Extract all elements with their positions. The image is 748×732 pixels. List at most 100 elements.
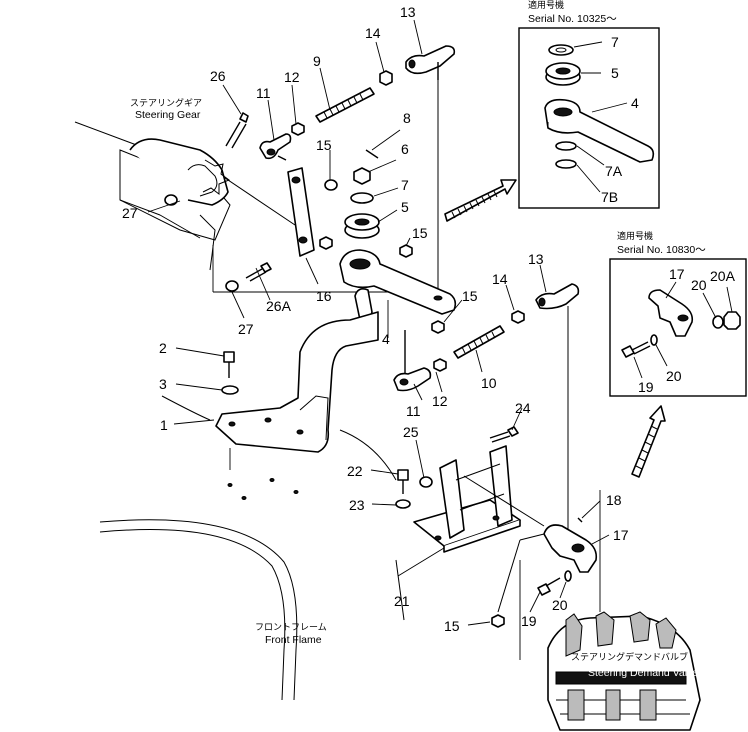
lever-17-icon bbox=[543, 524, 598, 573]
bolt-19b-icon bbox=[537, 583, 551, 596]
washer-7-icon bbox=[350, 192, 374, 204]
callout-20: 20 bbox=[552, 597, 568, 613]
nut-27-icon bbox=[164, 194, 178, 206]
inset-right-frame bbox=[609, 258, 747, 397]
steering-arm-4-icon bbox=[544, 98, 655, 163]
callout-14: 14 bbox=[365, 25, 381, 41]
bolt-24-icon bbox=[507, 426, 519, 437]
nut-15b-icon bbox=[399, 244, 413, 258]
callout-15d: 15 bbox=[444, 618, 460, 634]
steering-gear-caption-en: Steering Gear bbox=[135, 109, 201, 121]
front-frame-caption-jp: フロントフレーム bbox=[255, 622, 327, 633]
callout-19: 19 bbox=[521, 613, 537, 629]
inset-top-serial: Serial No. 10325～ bbox=[528, 13, 617, 25]
bolt-19-icon bbox=[621, 345, 635, 358]
callout-3: 3 bbox=[159, 376, 167, 392]
callout-10: 10 bbox=[481, 375, 497, 391]
callout-4: 4 bbox=[382, 331, 390, 347]
callout-inset-5: 5 bbox=[611, 65, 619, 81]
washer-20-icon bbox=[712, 315, 724, 329]
steering-gear-assembly: ステアリングギア Steering Gear bbox=[74, 80, 439, 293]
arrow-to-inset-right-icon bbox=[631, 405, 666, 478]
callout-1: 1 bbox=[160, 417, 168, 433]
pin-8-icon bbox=[365, 149, 379, 159]
steering-gear-caption-jp: ステアリングギア bbox=[130, 97, 202, 109]
nut-link-icon bbox=[319, 236, 333, 250]
callout-inset-20: 20 bbox=[691, 277, 707, 293]
callout-23: 23 bbox=[349, 497, 365, 513]
front-frame-caption-en: Front Flame bbox=[265, 634, 322, 646]
nut-14b-icon bbox=[511, 310, 525, 324]
rod-end-13-icon bbox=[405, 45, 456, 75]
callout-inset-19: 19 bbox=[638, 379, 654, 395]
callout-24: 24 bbox=[515, 400, 531, 416]
nut-15c-icon bbox=[431, 320, 445, 334]
nut-12b-icon bbox=[433, 358, 447, 372]
callout-15a: 15 bbox=[316, 137, 332, 153]
callout-27b: 27 bbox=[238, 321, 254, 337]
bolt-26-icon bbox=[239, 112, 249, 123]
rod-10-icon bbox=[453, 325, 505, 359]
bolt-26a-icon bbox=[260, 262, 272, 273]
washer-20c-icon bbox=[564, 570, 572, 582]
rod-end-13b-icon bbox=[535, 283, 580, 310]
bolt-22-icon bbox=[397, 469, 409, 481]
nut-12-icon bbox=[291, 122, 305, 136]
callout-7: 7 bbox=[401, 177, 409, 193]
callout-6: 6 bbox=[401, 141, 409, 157]
inset-top: 適用号機 Serial No. 10325～ 7 5 4 7A 7B bbox=[518, 0, 660, 209]
rod-end-11-icon bbox=[259, 133, 292, 160]
callout-13b: 13 bbox=[528, 251, 544, 267]
callout-8: 8 bbox=[403, 110, 411, 126]
bolt-2-icon bbox=[223, 351, 235, 363]
inset-top-title: 適用号機 bbox=[528, 0, 564, 11]
rod-9-icon bbox=[315, 87, 375, 123]
callout-12b: 12 bbox=[432, 393, 448, 409]
nut-14-icon bbox=[379, 70, 393, 86]
callout-12: 12 bbox=[284, 69, 300, 85]
callout-11b: 11 bbox=[406, 403, 421, 419]
steering-demand-valve: ステアリングデマンドバルブ Steering Demand Valve bbox=[519, 490, 701, 731]
inset-right-title: 適用号機 bbox=[617, 230, 653, 242]
washer-7a-icon bbox=[555, 141, 577, 151]
callout-21: 21 bbox=[394, 593, 410, 609]
callout-15c: 15 bbox=[462, 288, 478, 304]
callout-22: 22 bbox=[347, 463, 363, 479]
callout-labels: 26 27 11 12 9 14 13 8 6 7 5 15 15 16 26A… bbox=[122, 4, 629, 634]
upper-rod-assembly bbox=[259, 45, 456, 161]
nut-25-icon bbox=[419, 476, 433, 488]
bracket-21-assembly bbox=[395, 426, 545, 553]
callout-27: 27 bbox=[122, 205, 138, 221]
callout-16: 16 bbox=[316, 288, 332, 304]
nut-6-icon bbox=[353, 167, 371, 185]
arrow-to-inset-top-icon bbox=[444, 179, 517, 222]
nut-15d-icon bbox=[491, 614, 505, 628]
washer-20b-icon bbox=[650, 334, 658, 346]
pin-18-icon bbox=[577, 517, 583, 523]
front-frame-outline: フロントフレーム Front Flame bbox=[99, 395, 405, 701]
callout-inset-4: 4 bbox=[631, 95, 639, 111]
nut-20a-icon bbox=[723, 311, 741, 330]
callout-5: 5 bbox=[401, 199, 409, 215]
callout-15b: 15 bbox=[412, 225, 428, 241]
callout-2: 2 bbox=[159, 340, 167, 356]
callout-9: 9 bbox=[313, 53, 321, 69]
washer-23-icon bbox=[395, 499, 411, 509]
bracket-1-icon bbox=[215, 311, 379, 453]
callout-26: 26 bbox=[210, 68, 226, 84]
demand-valve-caption-en: Steering Demand Valve bbox=[588, 667, 698, 679]
callout-17: 17 bbox=[613, 527, 629, 543]
callout-26a: 26A bbox=[266, 298, 292, 314]
callout-inset-20a: 20A bbox=[710, 268, 736, 284]
lever-17-assembly bbox=[491, 517, 598, 628]
callout-inset-7: 7 bbox=[611, 34, 619, 50]
callout-14b: 14 bbox=[492, 271, 508, 287]
lever-17-icon bbox=[648, 289, 694, 337]
callout-25: 25 bbox=[403, 424, 419, 440]
nut-27b-icon bbox=[225, 280, 239, 292]
nut-15a-icon bbox=[324, 179, 338, 191]
callout-inset-7b: 7B bbox=[601, 189, 618, 205]
main-arm-assembly bbox=[339, 149, 457, 334]
washer-7-icon bbox=[548, 44, 574, 56]
